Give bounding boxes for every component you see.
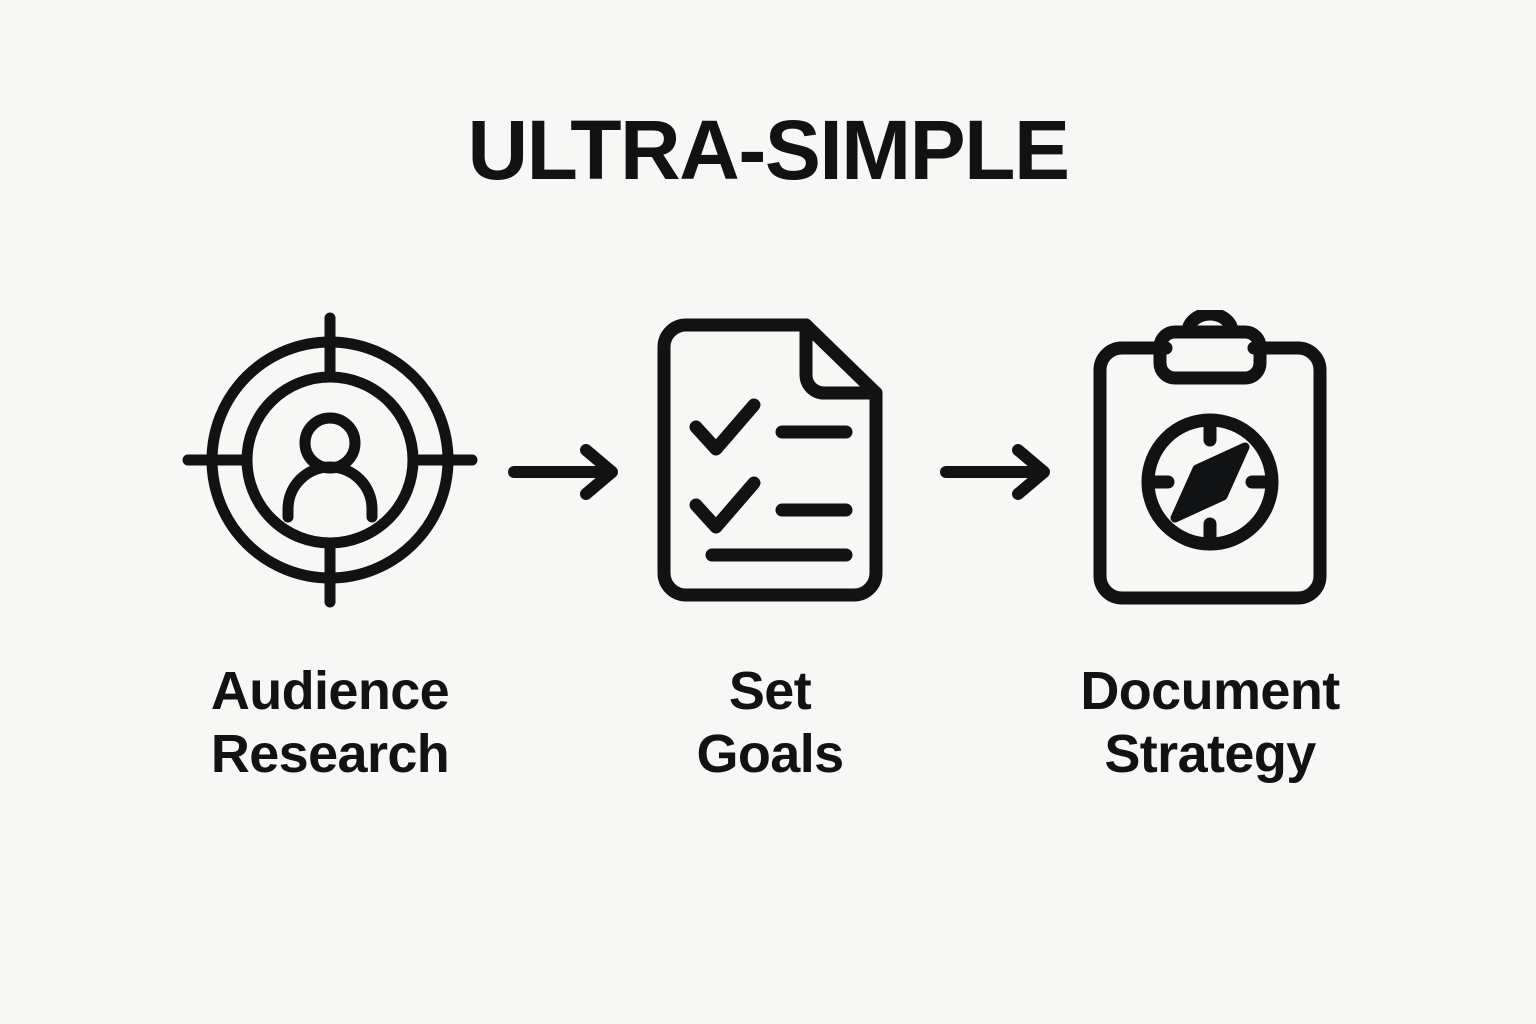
target-inner-circle [241, 371, 419, 549]
person-head [299, 412, 361, 474]
target-audience-icon-svg [182, 312, 478, 608]
process-step-label: Document Strategy [990, 660, 1430, 786]
checkmark-2 [689, 476, 761, 534]
clipboard-clip [1153, 325, 1267, 385]
arrow-head [580, 444, 618, 500]
clipboard-compass-icon-svg [1093, 310, 1327, 605]
document-outline [657, 318, 883, 602]
arrow-right-icon-svg [508, 444, 618, 500]
clipboard-compass-icon [990, 300, 1430, 620]
target-audience-icon [110, 300, 550, 620]
process-step-label-line2: Research [210, 724, 450, 785]
process-step-label-line2: Strategy [1104, 724, 1316, 785]
process-step-set-goals: Set Goals [550, 300, 990, 786]
checklist-document-icon [550, 300, 990, 620]
clipboard-clip-handle [1181, 310, 1239, 339]
process-step-document-strategy: Document Strategy [990, 300, 1430, 786]
compass-needle [1170, 442, 1250, 523]
clipboard-body [1093, 341, 1327, 605]
process-step-label-line1: Document [1080, 661, 1340, 721]
checklist-document-icon-svg [657, 318, 883, 602]
process-step-label: Audience Research [110, 660, 550, 786]
checkmark-1 [689, 398, 761, 456]
arrow-right-icon-svg [940, 444, 1050, 500]
process-step-label-line1: Set [728, 661, 812, 721]
document-folded-corner [799, 318, 883, 400]
arrow-right-icon-2 [940, 440, 1060, 504]
process-steps-row: Audience Research Set Goals [0, 300, 1536, 860]
process-step-label-line2: Goals [696, 724, 844, 785]
page-title: ULTRA-SIMPLE [467, 103, 1070, 197]
arrow-head [1012, 444, 1050, 500]
process-step-audience-research: Audience Research [110, 300, 550, 786]
process-step-label-line1: Audience [210, 661, 450, 721]
person-shoulders [282, 461, 378, 523]
arrow-right-icon-1 [508, 440, 628, 504]
process-step-label: Set Goals [550, 660, 990, 786]
